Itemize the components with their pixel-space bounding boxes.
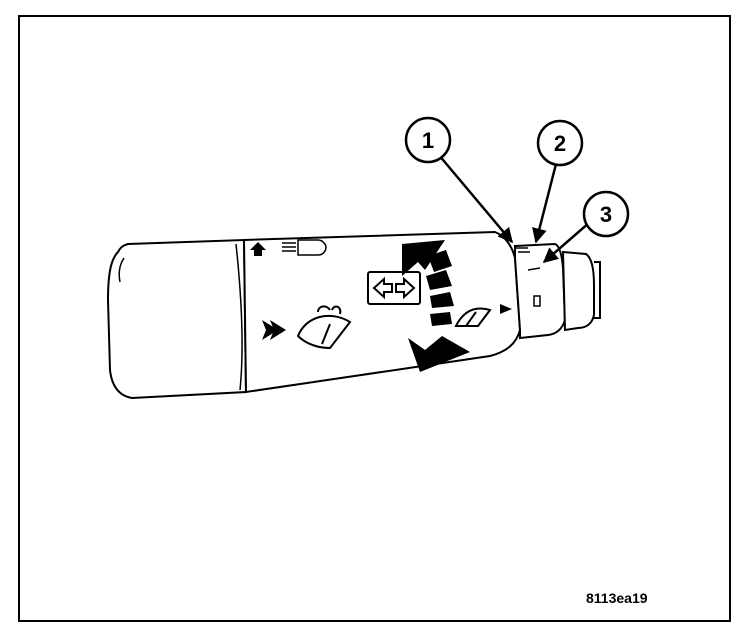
cap-seam <box>235 243 243 391</box>
wiper-icon <box>454 307 492 327</box>
callout-1: 1 <box>404 116 452 164</box>
collar-markings <box>516 247 541 307</box>
callout-leaders <box>437 153 591 263</box>
callout-number: 2 <box>554 131 566 156</box>
position-pointer-icon <box>500 304 512 314</box>
callout-number: 3 <box>600 202 612 227</box>
chevron-right-icon <box>262 320 286 340</box>
figure-id-label: 8113ea19 <box>586 590 648 606</box>
callout-3: 3 <box>582 190 630 238</box>
wiper-speed-indicator <box>426 250 454 326</box>
headlight-beam-icon <box>250 239 327 256</box>
figure-frame <box>18 15 731 622</box>
stalk-body <box>106 230 601 400</box>
windshield-washer-icon <box>296 305 352 350</box>
callout-number: 1 <box>422 128 434 153</box>
rotation-arrow-up-icon <box>402 240 445 276</box>
turn-signal-icon <box>367 271 421 305</box>
rotation-arrow-down-icon <box>408 336 470 372</box>
end-cap-highlight <box>118 257 125 283</box>
callout-2: 2 <box>536 119 584 167</box>
